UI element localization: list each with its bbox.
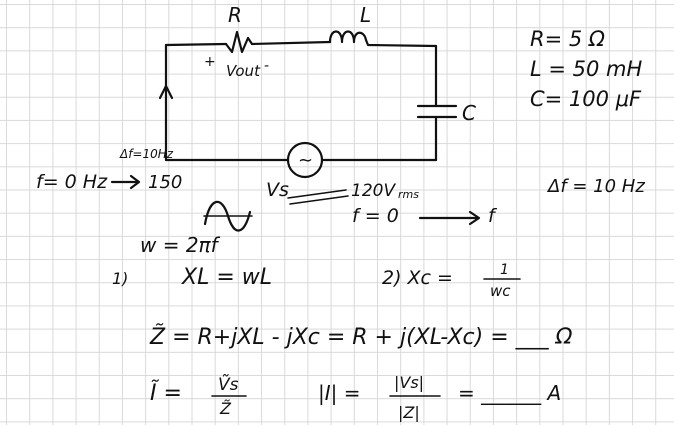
vout-minus: - <box>264 58 269 74</box>
omega-equation: w = 2πf <box>140 233 221 257</box>
inductor-label: L <box>360 3 371 27</box>
current-result: = ______ A <box>458 381 561 405</box>
capacitor-label: C <box>462 101 476 125</box>
current-magnitude-den: |Z| <box>398 403 420 422</box>
sine-sketch-icon <box>203 200 253 232</box>
freq-sweep-end: f <box>488 205 498 227</box>
source-rms-suffix: rms <box>398 188 419 201</box>
top-wire-left <box>164 42 228 47</box>
param-l: L = 50 mH <box>530 57 642 81</box>
freq-sweep-arrow-icon <box>418 210 481 226</box>
current-magnitude-num: |Vs| <box>394 373 424 392</box>
reactance-capacitive-den: wc <box>490 282 511 300</box>
impedance-equation: Z̃ = R+jXL - jXc = R + j(XL-Xc) = ___ Ω <box>149 324 573 350</box>
param-c: C= 100 μF <box>530 87 642 111</box>
freq-end: 150 <box>148 172 182 193</box>
freq-start: f= 0 Hz <box>36 171 108 193</box>
delta-f-right: Δf = 10 Hz <box>546 176 645 197</box>
sweep-arrow-icon <box>110 174 141 190</box>
top-wire-right <box>364 38 438 48</box>
current-den: Z̃ <box>219 399 232 418</box>
freq-sweep: f = 0 <box>352 205 399 227</box>
reactance-capacitive-num: 1 <box>500 262 509 278</box>
current-magnitude-lhs: |I| = <box>318 381 361 405</box>
circuit-diagram <box>158 30 458 205</box>
source-rms-value: 120V <box>351 181 396 201</box>
reactance-inductive: XL = wL <box>181 265 272 290</box>
reactance-capacitive: 2) Xc = <box>382 267 453 289</box>
current-num: Ṽs <box>218 373 239 395</box>
source-symbol: ~ <box>298 150 313 171</box>
top-wire-mid <box>250 40 332 46</box>
delta-f-small: Δf=10Hz <box>119 147 174 161</box>
current-arrow-icon <box>158 84 174 100</box>
resistor-icon <box>224 30 254 54</box>
source-label: Vs <box>266 179 289 201</box>
vout-label: Vout <box>226 62 261 80</box>
vout-plus: + <box>204 54 216 70</box>
item-1-number: 1) <box>112 269 128 288</box>
vs-pointer-lines <box>287 189 349 205</box>
param-r: R= 5 Ω <box>530 27 605 51</box>
inductor-icon <box>328 30 368 44</box>
resistor-label: R <box>228 3 242 27</box>
current-lhs: Ĩ = <box>150 379 182 406</box>
